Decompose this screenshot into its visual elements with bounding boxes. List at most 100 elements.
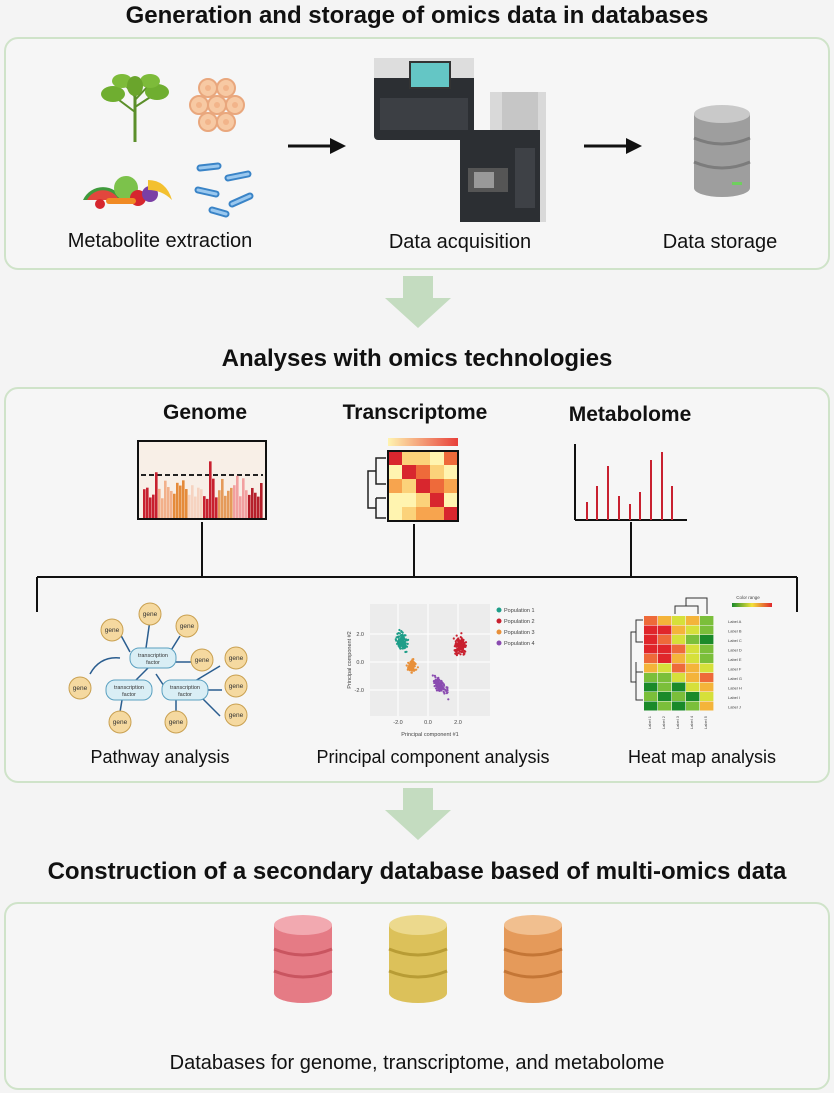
heatmap-cell xyxy=(402,465,416,479)
heatmap-cell xyxy=(658,644,672,654)
acquisition-caption: Data acquisition xyxy=(388,231,532,253)
manhattan-bar xyxy=(182,480,185,518)
pca-point xyxy=(455,650,458,654)
pca-point xyxy=(455,634,458,637)
gene-node-label: gene xyxy=(229,683,244,690)
pca-point xyxy=(398,628,401,632)
manhattan-bar xyxy=(227,490,230,518)
heatmap-legend-title: Color range xyxy=(736,595,760,600)
pca-point xyxy=(457,637,460,640)
legend-marker xyxy=(496,640,502,646)
pca-point xyxy=(411,667,414,670)
pca-point xyxy=(434,687,438,690)
heatmap-cell xyxy=(444,479,458,493)
heatmap-cell xyxy=(444,451,458,465)
pca-ytick: -2.0 xyxy=(355,688,364,694)
heatmap-cell xyxy=(700,663,714,673)
gene-node-label: gene xyxy=(113,719,128,726)
manhattan-bar xyxy=(251,487,254,518)
pca-point xyxy=(462,653,465,656)
pca-point xyxy=(445,689,448,693)
heatmap-cell xyxy=(700,635,714,644)
pca-point xyxy=(401,647,404,650)
pca-point xyxy=(452,637,455,640)
heatmap-cell xyxy=(672,625,686,635)
manhattan-bar xyxy=(260,482,263,518)
plant-icon xyxy=(101,74,169,142)
pca-point xyxy=(405,664,408,667)
pca-point xyxy=(454,648,457,652)
heatmap-cell xyxy=(686,663,700,673)
manhattan-bar xyxy=(242,478,245,518)
section3-title: Construction of a secondary database bas… xyxy=(47,858,787,885)
manhattan-bar xyxy=(164,480,167,518)
heatmap-cell xyxy=(658,616,672,625)
heatmap-row-label: Label B xyxy=(728,629,742,634)
pca-caption: Principal component analysis xyxy=(316,747,550,767)
pca-point xyxy=(459,646,462,649)
pca-point xyxy=(447,698,450,701)
heatmap-cell xyxy=(444,507,458,521)
pca-point xyxy=(408,667,412,670)
heatmap-cell xyxy=(644,682,658,692)
pca-point xyxy=(457,652,460,655)
gene-node-label: gene xyxy=(143,611,158,618)
manhattan-bar xyxy=(203,496,206,518)
heatmap-cell xyxy=(658,692,672,701)
pca-point xyxy=(461,641,465,644)
heatmap-cell xyxy=(672,692,686,701)
manhattan-bar xyxy=(194,496,197,518)
manhattan-bar xyxy=(146,487,149,518)
pca-ytick: 2.0 xyxy=(356,632,364,638)
pca-point xyxy=(439,679,443,682)
cells-icon xyxy=(189,78,245,132)
pca-point xyxy=(433,685,436,688)
gene-node-label: gene xyxy=(180,623,195,630)
heatmap-cell xyxy=(402,479,416,493)
heatmap-cell xyxy=(430,493,444,507)
heatmap-cell xyxy=(644,616,658,625)
genome-database-icon xyxy=(273,915,333,1003)
manhattan-bar xyxy=(209,461,212,518)
heatmap-cell xyxy=(672,673,686,682)
metabolome-database-icon xyxy=(503,915,563,1003)
heatmap-cell xyxy=(416,507,430,521)
pca-point xyxy=(438,686,441,689)
heatmap-cell xyxy=(686,644,700,654)
manhattan-bar xyxy=(197,487,200,518)
heatmap-cell xyxy=(644,635,658,644)
heatmap-col-label: Label 4 xyxy=(689,715,694,729)
heatmap-cell xyxy=(644,654,658,663)
manhattan-bar xyxy=(254,492,257,518)
genome-heading: Genome xyxy=(162,401,248,424)
pathway-diagram: gene gene gene gene gene gene gene gene … xyxy=(60,600,260,735)
manhattan-bar xyxy=(158,488,161,518)
heatmap-cell xyxy=(672,616,686,625)
databases-caption: Databases for genome, transcriptome, and… xyxy=(169,1052,665,1074)
heatmap-row-label: Label H xyxy=(728,686,742,691)
tf-label: factor xyxy=(122,692,136,698)
legend-marker xyxy=(496,629,502,635)
heatmap-cell xyxy=(686,625,700,635)
pca-point xyxy=(431,674,434,677)
transcriptome-heading: Transcriptome xyxy=(342,401,488,424)
pca-point xyxy=(399,647,402,650)
heatmap-cell xyxy=(430,465,444,479)
pathway-caption: Pathway analysis xyxy=(90,747,230,767)
pca-point xyxy=(402,637,405,640)
heatmap-cell xyxy=(686,692,700,701)
pca-plot: 2.0 0.0 -2.0 -2.0 0.0 2.0 Principal comp… xyxy=(342,602,542,742)
heatmap-cell xyxy=(658,625,672,635)
heatmap-cell xyxy=(672,682,686,692)
heatmap-col-label: Label 3 xyxy=(675,715,680,729)
heatmap-cell xyxy=(416,479,430,493)
manhattan-bar xyxy=(233,485,236,518)
manhattan-bar xyxy=(212,478,215,518)
heatmap-cell xyxy=(700,673,714,682)
heatmap-cell xyxy=(388,493,402,507)
heatmap-cell xyxy=(644,663,658,673)
pca-point xyxy=(405,650,408,653)
manhattan-bar xyxy=(230,487,233,518)
pca-point xyxy=(435,680,438,683)
gene-node-label: gene xyxy=(229,712,244,719)
